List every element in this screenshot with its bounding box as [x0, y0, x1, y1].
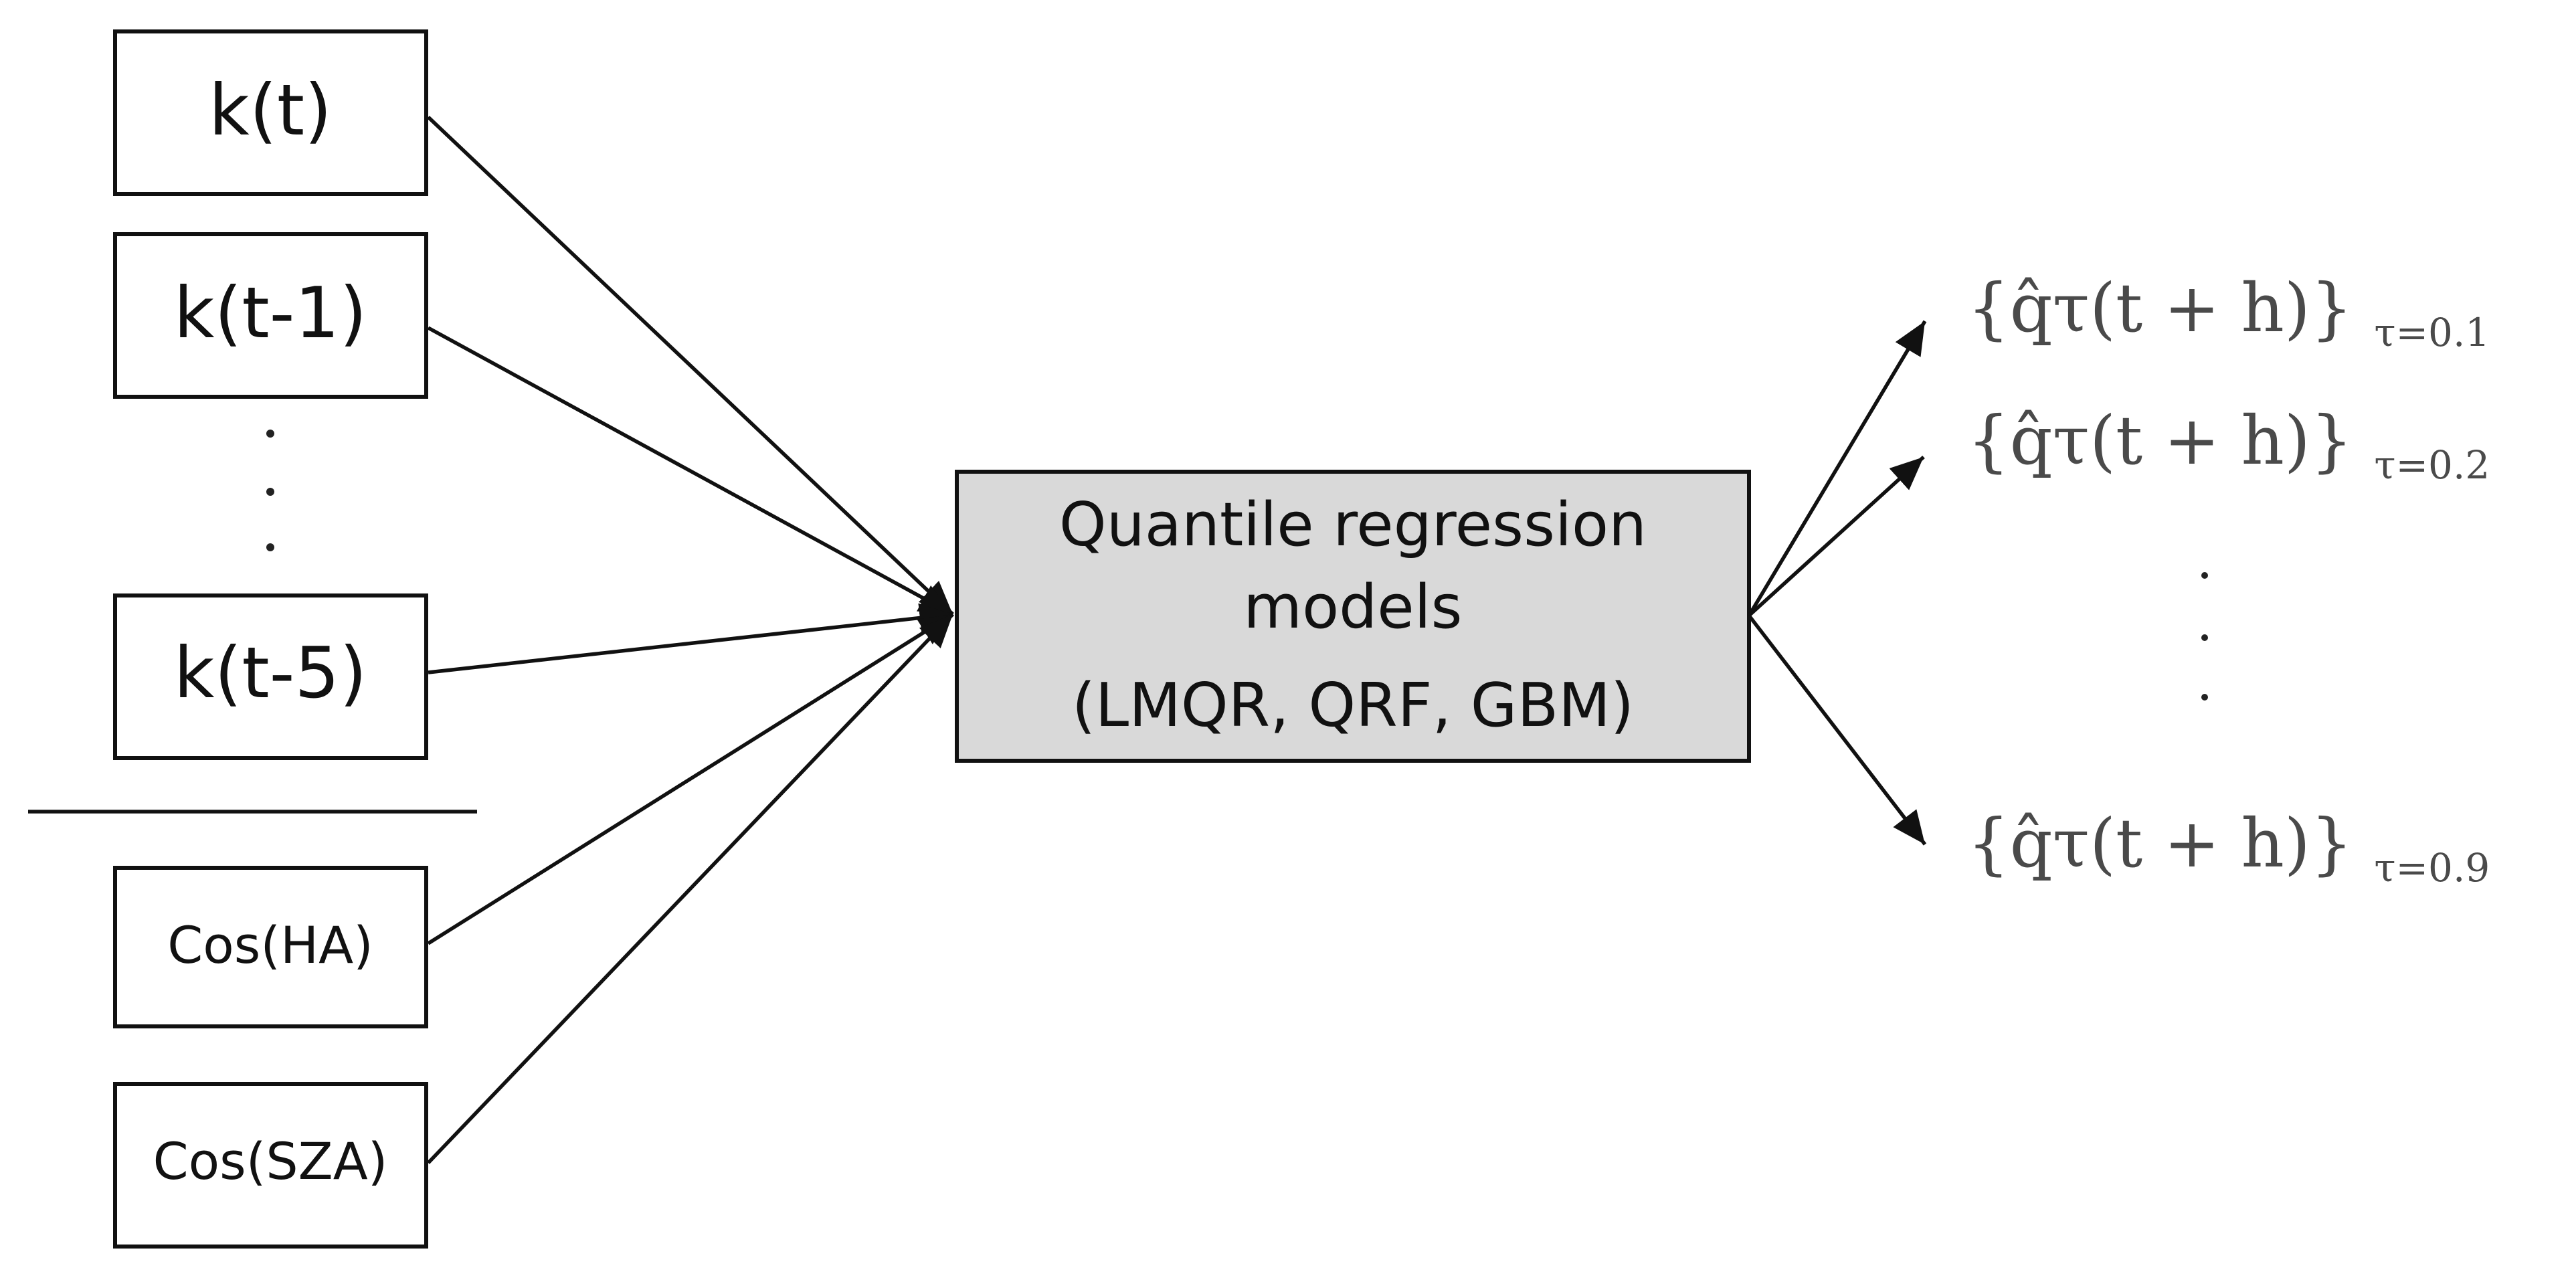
edge-k-t-1-to-model: [427, 326, 954, 616]
edge-k-t-to-model: [427, 116, 954, 616]
input-cos-ha: Cos(HA): [113, 866, 428, 1028]
output-expression: {q̂τ(t + h)} τ=0.9: [1967, 804, 2490, 891]
ellipsis-dot: [2201, 634, 2208, 641]
edge-model-to-tau-0-2: [1748, 455, 1925, 618]
input-cos-sza-box: [113, 1082, 428, 1249]
input-k-t-5: k(t-5): [113, 593, 428, 760]
output-tau-0-2: {q̂τ(t + h)} τ=0.2: [1967, 401, 2490, 488]
ellipsis-dot: [266, 543, 274, 551]
model-label-line-1: Quantile regression: [1059, 490, 1647, 560]
input-k-t: k(t): [113, 29, 428, 196]
input-k-t-1-label: k(t-1): [174, 272, 367, 354]
ellipsis-dot: [266, 488, 274, 496]
ellipsis-dot: [2201, 694, 2208, 701]
ellipsis-dot: [266, 430, 274, 438]
tau-subscript: τ=0.9: [2374, 845, 2490, 891]
ellipsis-dot: [2201, 572, 2208, 579]
input-k-t-5-label: k(t-5): [174, 632, 367, 714]
input-cos-ha-label: Cos(HA): [167, 915, 373, 975]
model-label-line-2: models: [1243, 572, 1462, 642]
tau-subscript: τ=0.2: [2374, 442, 2490, 488]
input-k-t-5-box: [113, 593, 428, 760]
edge-cos-ha-to-model: [427, 612, 954, 945]
model-label-line-3: (LMQR, QRF, GBM): [1072, 670, 1634, 741]
input-cos-sza-label: Cos(SZA): [153, 1131, 388, 1191]
model-node: Quantile regression models (LMQR, QRF, G…: [955, 470, 1751, 763]
output-tau-0-1: {q̂τ(t + h)} τ=0.1: [1967, 269, 2490, 355]
input-k-t-1: k(t-1): [113, 232, 428, 399]
edge-model-to-tau-0-1: [1747, 320, 1927, 617]
output-expression: {q̂τ(t + h)} τ=0.1: [1967, 269, 2490, 355]
output-ellipsis: [2201, 572, 2208, 701]
model-box: [955, 470, 1751, 763]
input-k-t-box: [113, 29, 428, 196]
input-k-t-1-box: [113, 232, 428, 399]
quantile-expression: {q̂τ(t + h)}: [1967, 401, 2353, 480]
quantile-expression: {q̂τ(t + h)}: [1967, 804, 2353, 883]
tau-subscript: τ=0.1: [2374, 310, 2490, 355]
edge-k-t-5-to-model: [428, 603, 953, 674]
input-ellipsis: [266, 430, 274, 551]
input-cos-sza: Cos(SZA): [113, 1082, 428, 1249]
input-k-t-label: k(t): [209, 70, 332, 151]
edge-model-to-tau-0-9: [1747, 614, 1927, 846]
quantile-expression: {q̂τ(t + h)}: [1967, 269, 2353, 347]
output-tau-0-9: {q̂τ(t + h)} τ=0.9: [1967, 804, 2490, 891]
edge-cos-sza-to-model: [427, 613, 954, 1164]
output-expression: {q̂τ(t + h)} τ=0.2: [1967, 401, 2490, 488]
input-cos-ha-box: [113, 866, 428, 1028]
